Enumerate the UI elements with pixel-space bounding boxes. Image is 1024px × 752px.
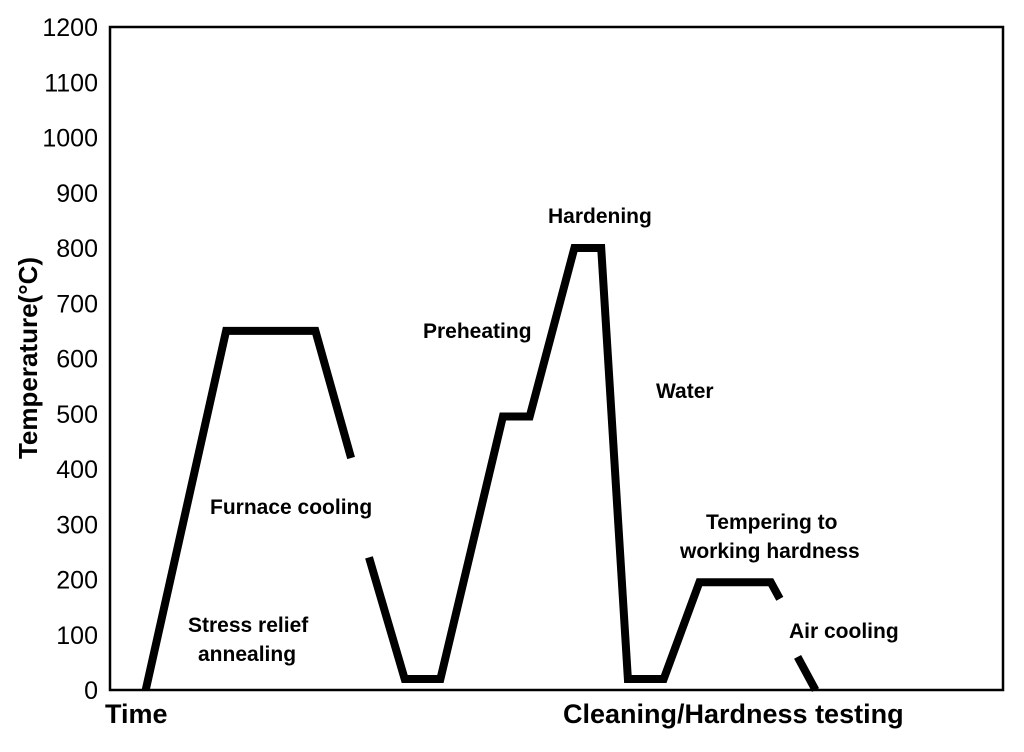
y-tick-label: 400 — [56, 456, 98, 484]
y-tick-label: 1100 — [44, 69, 98, 97]
annotation-tempering-line1: Tempering to — [706, 511, 837, 534]
y-tick-label: 300 — [56, 511, 98, 539]
annotation-hardening: Hardening — [548, 205, 652, 228]
annotation-tempering-line2: working hardness — [679, 540, 860, 563]
x-axis-label-time: Time — [105, 699, 168, 729]
curve-segment — [365, 244, 784, 683]
y-tick-label: 1000 — [42, 125, 98, 153]
y-tick-label: 1200 — [42, 14, 98, 42]
y-tick-label: 100 — [56, 622, 98, 650]
annotation-stress-relief-line1: Stress relief — [188, 614, 309, 637]
y-axis-ticks: 0 100 200 300 400 500 600 700 800 900 1000 1100 1200 — [42, 14, 98, 705]
y-tick-label: 0 — [84, 677, 98, 705]
annotation-preheating: Preheating — [423, 320, 532, 343]
annotation-air-cooling: Air cooling — [789, 620, 899, 643]
annotation-stress-relief-line2: annealing — [198, 643, 296, 666]
plot-frame — [108, 25, 1005, 692]
annotation-furnace-cooling: Furnace cooling — [210, 496, 372, 519]
temperature-curve — [141, 244, 820, 692]
y-tick-label: 500 — [56, 401, 98, 429]
y-tick-label: 800 — [56, 235, 98, 263]
curve-segment — [141, 326, 355, 691]
y-tick-label: 700 — [56, 290, 98, 318]
y-tick-label: 600 — [56, 346, 98, 374]
y-tick-label: 900 — [56, 180, 98, 208]
y-axis-label: Temperature(°C) — [13, 257, 43, 459]
x-axis-label-cleaning: Cleaning/Hardness testing — [563, 699, 904, 729]
curve-segment — [794, 654, 820, 692]
y-tick-label: 200 — [56, 567, 98, 595]
annotation-water: Water — [656, 380, 714, 403]
